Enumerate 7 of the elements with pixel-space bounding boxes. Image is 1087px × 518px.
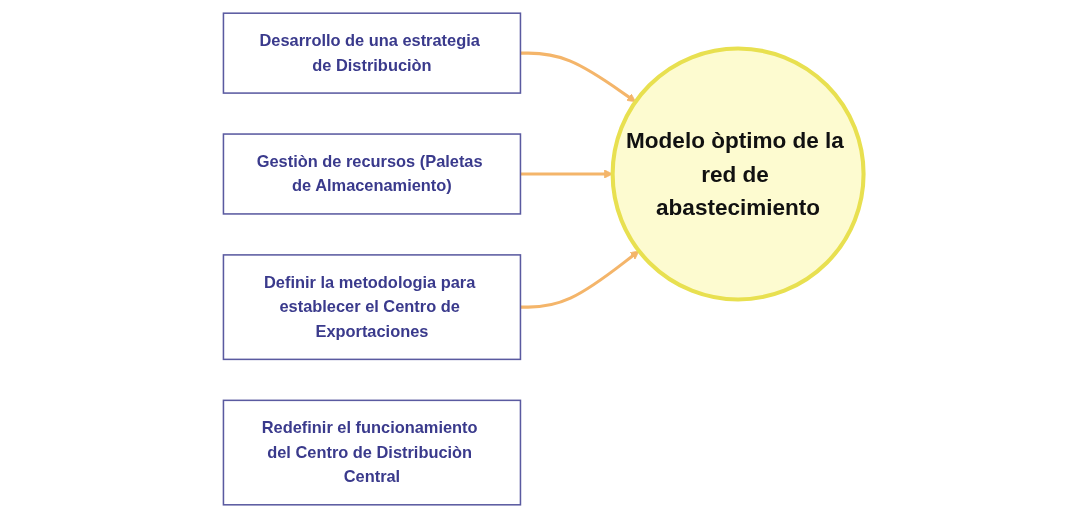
- arrow: [520, 250, 640, 309]
- node-box: Desarrollo de una estrategia de Distribuciòn: [222, 12, 522, 94]
- node-box: Definir la metodologia para establecer el Centro de Exportaciones: [222, 254, 522, 361]
- node-box: Gestiòn de recursos (Paletas de Almacenamiento): [222, 133, 522, 215]
- node-box: Redefinir el funcionamiento del Centro de Distribuciòn Central: [222, 399, 522, 506]
- arrow: [520, 51, 636, 103]
- node-circle: Modelo òptimo de la red de abastecimiento: [610, 46, 866, 302]
